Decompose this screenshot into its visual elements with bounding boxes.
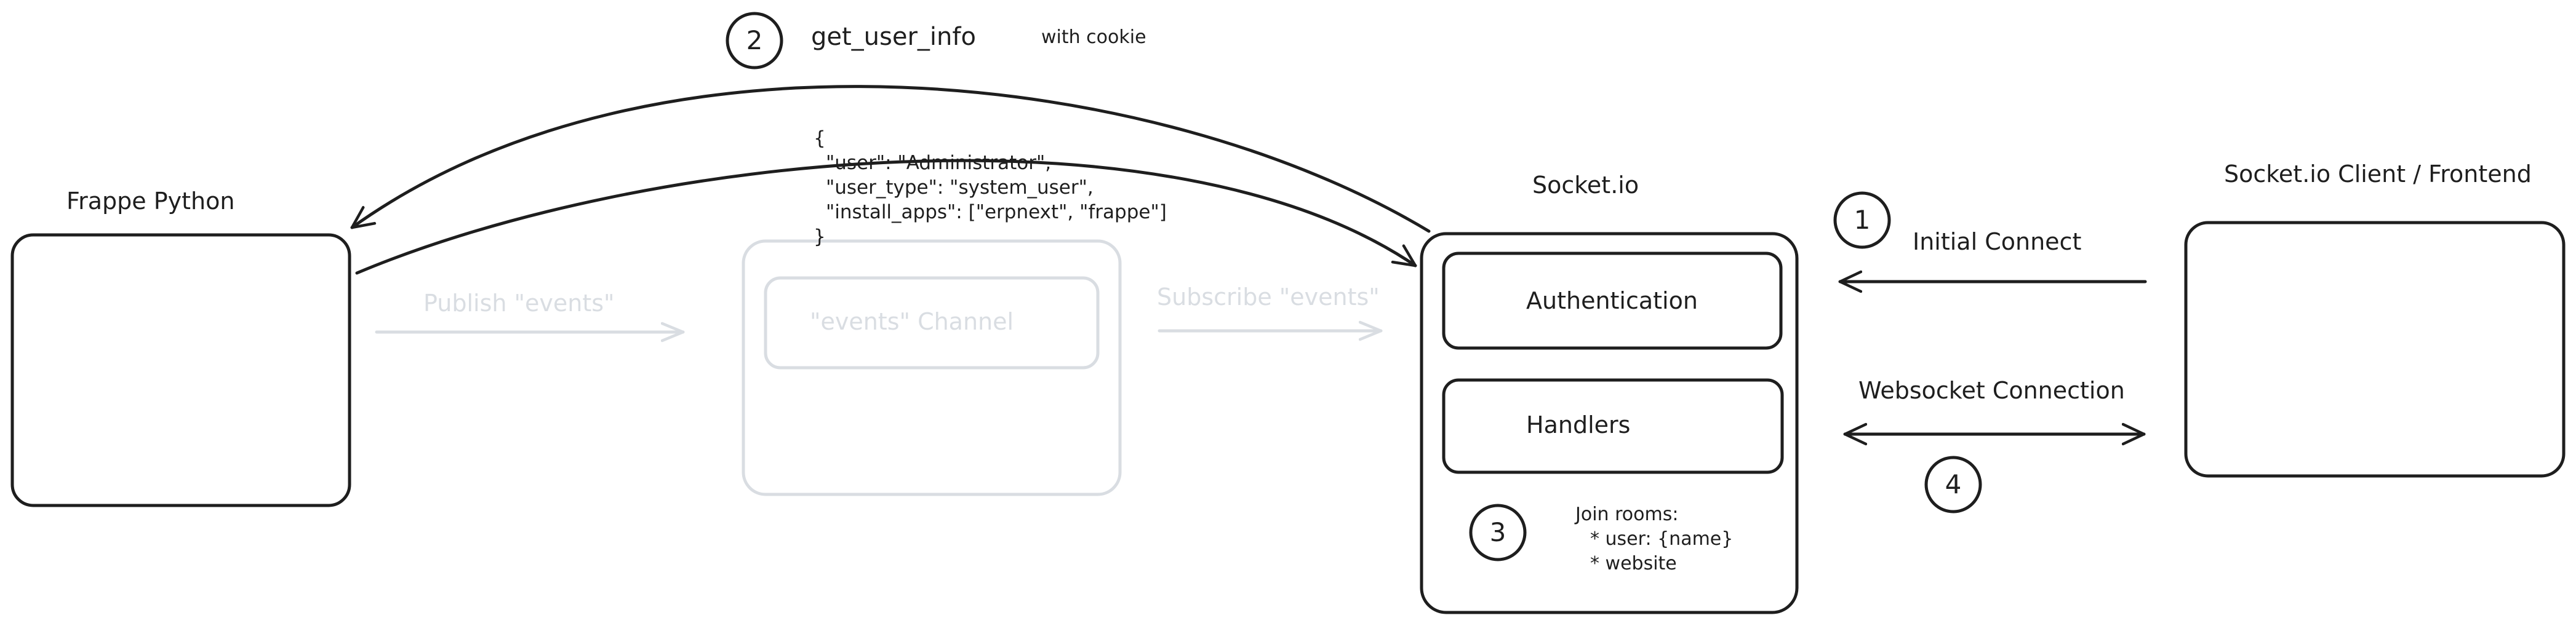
authentication-label: Authentication xyxy=(1526,287,1698,314)
response-json-line-3: "install_apps": ["erpnext", "frappe"] xyxy=(826,201,1167,223)
response-json-close: } xyxy=(814,226,826,248)
handlers-box xyxy=(1442,378,1784,474)
events-channel-label: "events" Channel xyxy=(810,308,1014,335)
response-json-line-2: "user_type": "system_user", xyxy=(826,176,1094,199)
step-3-number: 3 xyxy=(1489,517,1506,547)
initial-connect-label: Initial Connect xyxy=(1913,228,2082,255)
events-channel-box xyxy=(764,276,1100,370)
client-title: Socket.io Client / Frontend xyxy=(2224,160,2532,188)
join-rooms-item-website: * website xyxy=(1590,553,1677,574)
subscribe-label: Subscribe "events" xyxy=(1157,283,1380,311)
step-2-circle xyxy=(726,12,783,69)
step-1-circle xyxy=(1833,191,1891,249)
publish-label: Publish "events" xyxy=(423,290,615,317)
frappe-python-title: Frappe Python xyxy=(66,188,235,215)
frappe-python-box xyxy=(10,233,351,507)
step-1-number: 1 xyxy=(1854,205,1871,235)
get-user-info-response-arrow xyxy=(355,159,1417,275)
join-rooms-title: Join rooms: xyxy=(1575,504,1679,525)
response-json-open: { xyxy=(814,127,826,149)
step-4-circle xyxy=(1924,456,1982,513)
step-2-number: 2 xyxy=(746,25,763,55)
websocket-connection-label: Websocket Connection xyxy=(1858,377,2125,404)
with-cookie-label: with cookie xyxy=(1041,26,1146,48)
step-4-number: 4 xyxy=(1945,469,1962,499)
get-user-info-label: get_user_info xyxy=(811,23,976,51)
handlers-label: Handlers xyxy=(1526,411,1631,438)
channel-group-box xyxy=(742,239,1122,496)
get-user-info-request-arrow xyxy=(350,85,1431,233)
step-3-circle xyxy=(1469,504,1527,561)
join-rooms-item-user: * user: {name} xyxy=(1590,528,1734,550)
client-box xyxy=(2184,221,2566,478)
authentication-box xyxy=(1442,252,1783,350)
socketio-title: Socket.io xyxy=(1532,172,1639,199)
socketio-box xyxy=(1420,232,1799,614)
response-json-line-1: "user": "Administrator", xyxy=(826,152,1052,174)
